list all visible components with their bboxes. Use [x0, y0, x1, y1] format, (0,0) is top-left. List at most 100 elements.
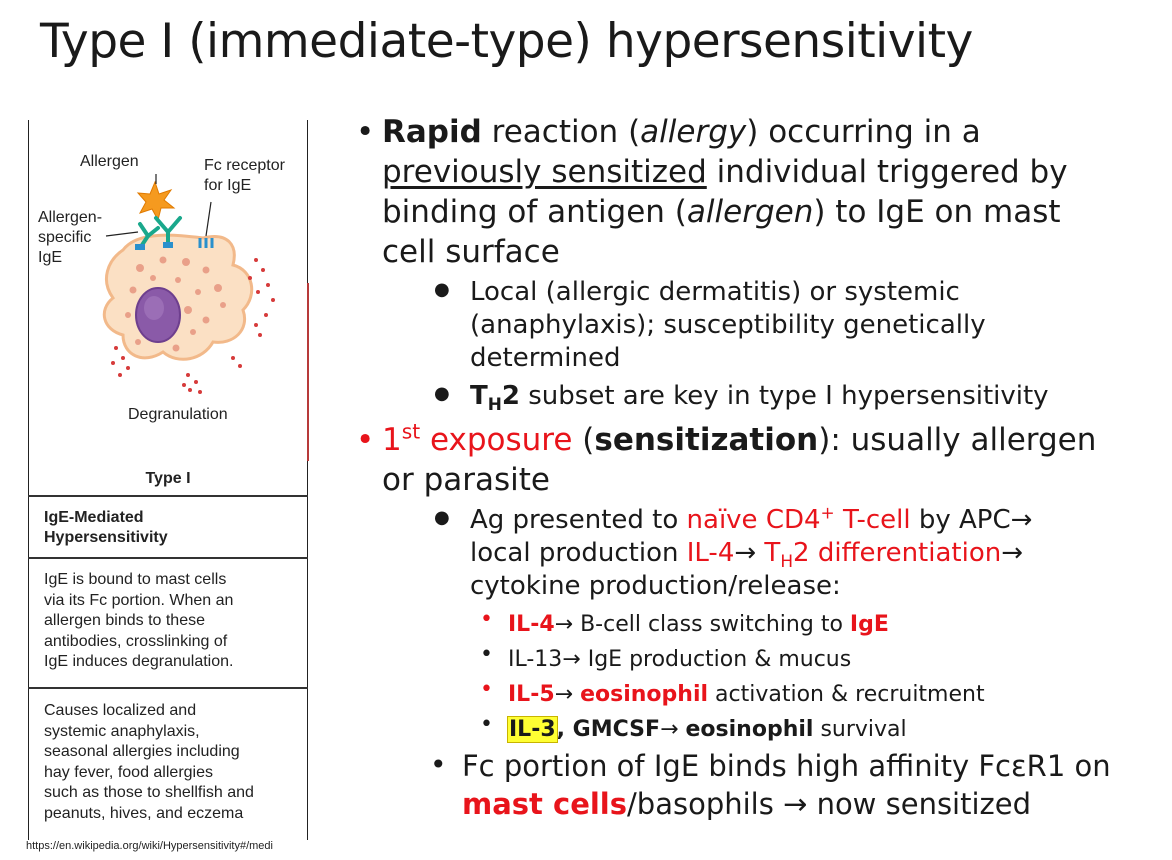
red-bold-text: eosinophil [580, 682, 709, 707]
mast-cell-diagram [102, 174, 275, 394]
text: ) occurring in a [746, 114, 981, 150]
bullet-2-line-1: 1st exposure (sensitization): usually al… [382, 420, 1096, 460]
sub-1-line-3: determined [470, 343, 621, 373]
red-bold-text: IL-4 [508, 612, 555, 637]
superscript: + [820, 502, 835, 523]
text: subset are key in type I hypersensitivit… [519, 381, 1049, 411]
mechanism-line: allergen binds to these [44, 612, 205, 629]
tertiary-bullet-marker: • [480, 677, 493, 702]
effects-line: Causes localized and [44, 702, 197, 719]
bullet-marker: • [356, 422, 375, 458]
text: by APC→ [910, 505, 1033, 535]
red-text: IL-4 [686, 538, 735, 568]
tertiary-bullet-marker: • [480, 712, 493, 737]
subscript: H [780, 551, 794, 572]
mechanism-line: antibodies, crosslinking of [44, 632, 228, 650]
sub-4-line-1: Fc portion of IgE binds high affinity Fc… [462, 749, 1111, 783]
fc-receptor-label-2: for IgE [204, 177, 252, 194]
allergen-star [136, 180, 176, 222]
effects-line: systemic anaphylaxis, [44, 722, 200, 740]
red-bold-text: IgE [849, 612, 889, 637]
text: binding of antigen ( [382, 194, 687, 230]
tertiary-1: IL-4→ B-cell class switching to IgE [508, 607, 889, 642]
bullet-1-line-2: previously sensitized individual trigger… [382, 152, 1068, 192]
sub-1-line-2: (anaphylaxis); susceptibility geneticall… [470, 310, 986, 340]
text: → [660, 717, 686, 742]
arrow: → [734, 538, 765, 568]
bullet-1-line-4: cell surface [382, 234, 560, 270]
red-text: T [764, 538, 781, 568]
fc-receptor-label: Fc receptor [204, 157, 285, 174]
sub-3-line-2: local production IL-4→ TH2 differentiati… [470, 537, 1023, 570]
mechanism-line: IgE induces degranulation. [44, 653, 234, 670]
panel-right-border [307, 120, 308, 840]
bold-text: Rapid [382, 114, 482, 150]
tertiary-bullet-marker: • [480, 607, 493, 632]
tertiary-bullet-marker: • [480, 642, 493, 667]
header-line-1: IgE-Mediated [44, 509, 144, 526]
underlined-text: previously sensitized [382, 154, 707, 190]
effects-line: peanuts, hives, and eczema [44, 804, 244, 822]
text: → [554, 682, 581, 707]
text: → B-cell class switching to [554, 612, 850, 637]
bullet-marker: • [356, 114, 375, 150]
text: reaction ( [481, 114, 641, 150]
text: Ag presented to [470, 505, 687, 535]
text: activation & recruitment [708, 682, 985, 707]
red-text: 1 [382, 422, 402, 458]
fc-receptor [198, 238, 214, 248]
specific-ige-label-3: IgE [38, 249, 63, 266]
effects-line: such as those to shellfish and [44, 784, 254, 801]
italic-text: allergy [640, 114, 747, 150]
red-text: naïve CD4 [686, 505, 821, 535]
allergen-label: Allergen [80, 153, 139, 170]
sub-bullet-marker: ● [434, 507, 450, 528]
effects-line: seasonal allergies including [44, 743, 240, 760]
effects-line: hay fever, food allergies [44, 763, 213, 781]
tertiary-3: IL-5→ eosinophil activation & recruitmen… [508, 677, 985, 712]
degranulation-label: Degranulation [128, 406, 228, 423]
tertiary-2: IL-13→ IgE production & mucus [508, 647, 852, 672]
bullet-1-line-3: binding of antigen (allergen) to IgE on … [382, 192, 1061, 232]
italic-text: allergen [686, 194, 814, 230]
highlighted-text: IL-3 [507, 716, 558, 743]
specific-ige-label-2: specific [38, 229, 92, 246]
sub-1-line-1: Local (allergic dermatitis) or systemic [470, 277, 960, 307]
figure-panel: Allergen Fc receptor for IgE Allergen- s… [28, 120, 308, 840]
header-line-2: Hypersensitivity [44, 529, 168, 546]
sub-3-line-1: Ag presented to naïve CD4+ T-cell by APC… [470, 504, 1032, 537]
red-text: 2 differentiation [793, 538, 1002, 568]
bold-text: T [470, 381, 488, 411]
released-granules [111, 258, 275, 394]
red-divider-line [307, 283, 309, 461]
sub-bullet-marker: ● [434, 279, 450, 300]
divider [28, 687, 308, 689]
mast-cell-body [102, 233, 254, 361]
red-text: exposure [420, 422, 573, 458]
bold-text: sensitization [594, 422, 819, 458]
red-text: T-cell [834, 505, 911, 535]
text: ) to IgE on mast [813, 194, 1061, 230]
sub-2-line: TH2 subset are key in type I hypersensit… [470, 380, 1049, 413]
text: individual triggered by [706, 154, 1068, 190]
effects-text: Causes localized and systemic anaphylaxi… [44, 701, 304, 824]
text: local production [470, 538, 687, 568]
bold-text: , GMCSF [556, 717, 661, 742]
panel-left-border [28, 120, 29, 840]
bullet-1-line-1: Rapid reaction (allergy) occurring in a [382, 112, 981, 152]
red-bold-text: mast cells [462, 787, 628, 821]
internal-granules [125, 256, 226, 352]
bold-text: 2 [501, 381, 520, 411]
mechanism-line: IgE is bound to mast cells [44, 571, 227, 588]
superscript: st [401, 419, 421, 444]
red-bold-text: IL-5 [508, 682, 555, 707]
divider [28, 557, 308, 559]
text: survival [813, 717, 907, 742]
page-title: Type I (immediate-type) hypersensitivity [40, 14, 973, 69]
sub-bullet-marker: • [430, 748, 447, 781]
sub-3-line-3: cytokine production/release: [470, 571, 841, 601]
source-url[interactable]: https://en.wikipedia.org/wiki/Hypersensi… [26, 840, 273, 852]
sub-bullet-marker: ● [434, 383, 450, 404]
type-label: Type I [145, 470, 191, 487]
text: ( [572, 422, 595, 458]
